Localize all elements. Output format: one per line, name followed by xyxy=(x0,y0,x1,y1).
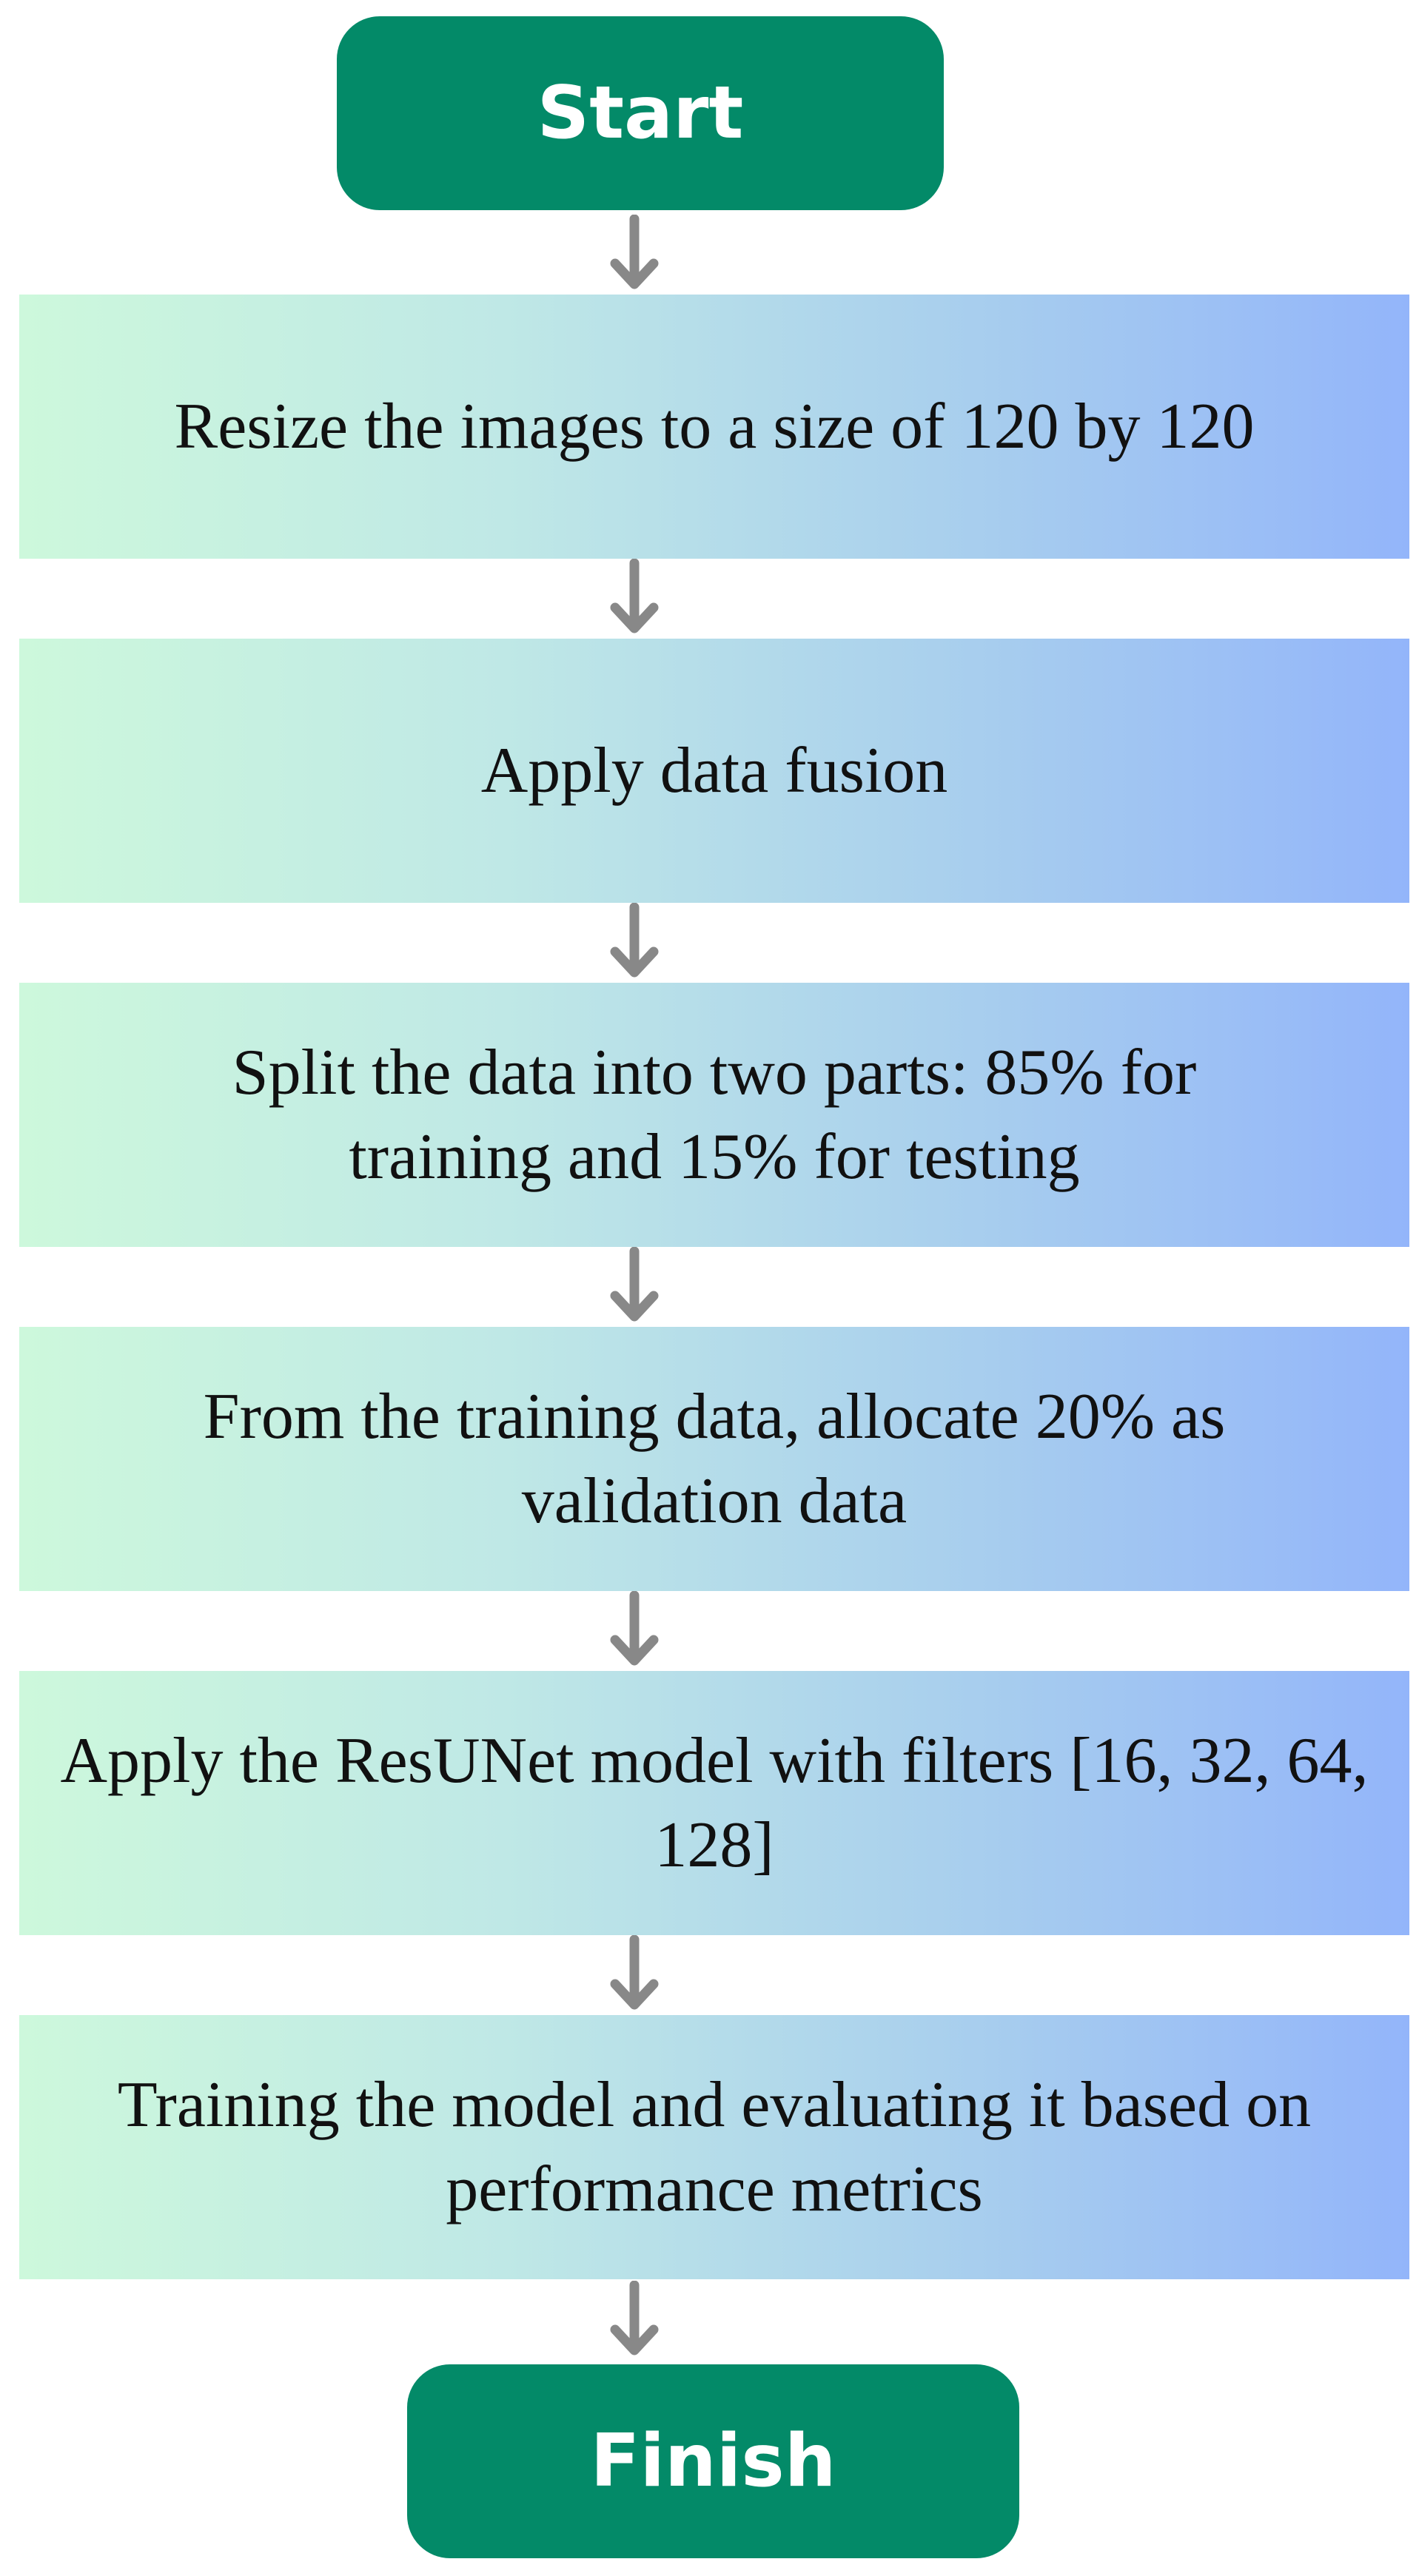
step-validation-split: From the training data, allocate 20% as … xyxy=(19,1327,1409,1591)
down-arrow-icon xyxy=(605,559,664,640)
step-label: From the training data, allocate 20% as … xyxy=(203,1380,1226,1537)
down-arrow-icon xyxy=(605,1247,664,1328)
step-label: Split the data into two parts: 85% for t… xyxy=(232,1036,1197,1193)
step-label: Apply the ResUNet model with filters [16… xyxy=(60,1724,1369,1881)
down-arrow-icon xyxy=(605,2281,664,2362)
step-resize-images: Resize the images to a size of 120 by 12… xyxy=(19,295,1409,559)
down-arrow-icon xyxy=(605,1591,664,1672)
step-train-evaluate: Training the model and evaluating it bas… xyxy=(19,2015,1409,2279)
down-arrow-icon xyxy=(605,903,664,984)
step-split-data: Split the data into two parts: 85% for t… xyxy=(19,983,1409,1247)
step-label: Apply data fusion xyxy=(480,734,948,807)
down-arrow-icon xyxy=(605,1935,664,2017)
start-node: Start xyxy=(337,16,944,210)
step-data-fusion: Apply data fusion xyxy=(19,639,1409,903)
step-label: Resize the images to a size of 120 by 12… xyxy=(174,390,1255,463)
start-label: Start xyxy=(537,71,744,155)
down-arrow-icon xyxy=(605,215,664,296)
step-label: Training the model and evaluating it bas… xyxy=(117,2068,1312,2225)
step-apply-resunet: Apply the ResUNet model with filters [16… xyxy=(19,1671,1409,1935)
finish-label: Finish xyxy=(590,2419,836,2503)
finish-node: Finish xyxy=(407,2364,1019,2558)
